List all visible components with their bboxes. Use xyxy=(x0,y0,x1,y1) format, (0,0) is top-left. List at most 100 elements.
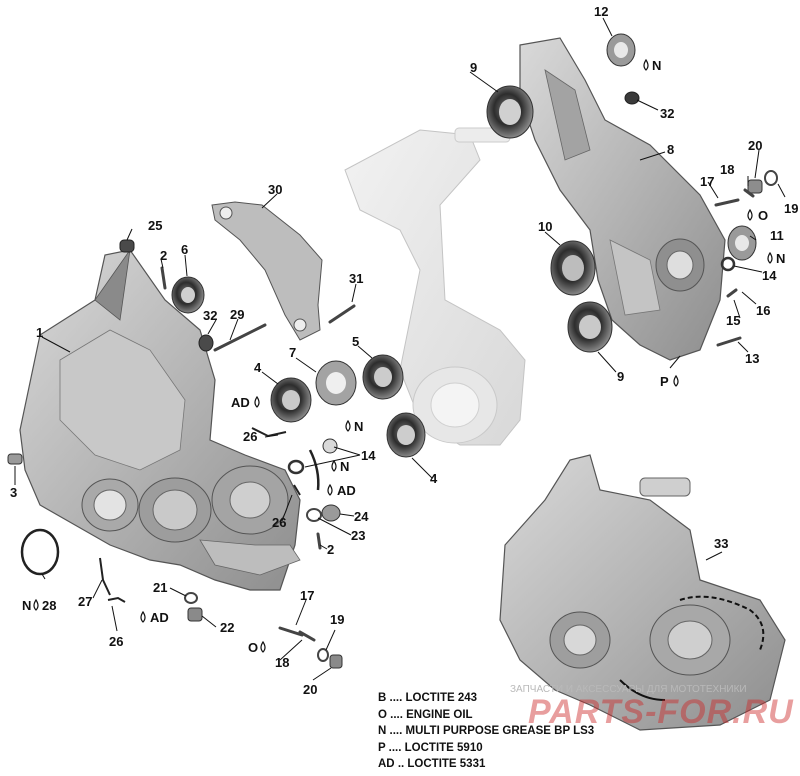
callout-14-right: 14 xyxy=(762,268,777,283)
callout-16: 16 xyxy=(756,303,770,318)
callout-30: 30 xyxy=(268,182,282,197)
drop-icons xyxy=(33,58,773,653)
callout-18-bottom: 18 xyxy=(275,655,289,670)
drop-icon xyxy=(327,483,333,496)
callout-numbers: 12 9 32 8 20 18 17 19 10 11 14 16 15 13 … xyxy=(10,4,798,697)
oring-14-left-a xyxy=(287,459,305,475)
mark-n-seal-11: N xyxy=(776,251,785,266)
oring-28 xyxy=(20,528,60,576)
drop-icon xyxy=(345,419,351,432)
callout-3: 3 xyxy=(10,485,17,500)
legend-row-o: O .... ENGINE OIL xyxy=(378,708,473,721)
callout-11: 11 xyxy=(770,228,784,243)
oring-14-right xyxy=(720,256,736,272)
washer-19-bottom xyxy=(317,648,329,662)
lubricant-legend: B .... LOCTITE 243 O .... ENGINE OIL N .… xyxy=(378,690,678,773)
plug-32-top xyxy=(624,91,640,105)
washer-19-right xyxy=(764,170,778,186)
callout-20-right: 20 xyxy=(748,138,762,153)
assembled-gearbox xyxy=(499,454,786,731)
callout-14-left: 14 xyxy=(361,448,376,463)
callout-21: 21 xyxy=(153,580,167,595)
washer-21 xyxy=(184,592,198,604)
pin-15 xyxy=(726,288,738,298)
shaft-assembly-ghost xyxy=(344,127,526,446)
sensor-27 xyxy=(99,557,111,596)
plug-20-right xyxy=(747,179,763,194)
mark-n-oring-28: N xyxy=(22,598,31,613)
plug-25 xyxy=(119,239,135,253)
mark-o-pin-17-right: O xyxy=(758,208,768,223)
oring-23 xyxy=(306,508,322,522)
callout-33: 33 xyxy=(714,536,728,551)
plug-32-left xyxy=(198,334,214,352)
watermark-logo: PARTS-FOR.RU xyxy=(528,693,794,731)
callout-31: 31 xyxy=(349,271,363,286)
gearbox-cover xyxy=(519,37,726,361)
callout-13: 13 xyxy=(745,351,759,366)
stud-2-bottom xyxy=(316,532,322,550)
leader-lines xyxy=(14,17,786,681)
seals-and-bearings xyxy=(7,33,778,669)
bolt-29 xyxy=(213,323,267,352)
sensor-26-lower xyxy=(107,596,126,603)
callout-17-bottom: 17 xyxy=(300,588,314,603)
drop-icon xyxy=(140,610,146,623)
bolt-31 xyxy=(328,304,356,324)
legend-row-b: B .... LOCTITE 243 xyxy=(378,692,478,704)
callout-18-right: 18 xyxy=(720,162,734,177)
callout-15: 15 xyxy=(726,313,740,328)
spring-18-bottom xyxy=(298,630,316,642)
sensor-26-upper xyxy=(251,427,287,438)
callout-2-top: 2 xyxy=(160,248,167,263)
callout-19-bottom: 19 xyxy=(330,612,344,627)
mark-n-seal-7: N xyxy=(354,419,363,434)
application-marks: N O N P AD N N AD N AD O xyxy=(22,58,785,655)
callout-17-right: 17 xyxy=(700,174,714,189)
mark-ad-sensor-27: AD xyxy=(150,610,169,625)
callout-20-bottom: 20 xyxy=(303,682,317,697)
mark-o-pin-17-bottom: O xyxy=(248,640,258,655)
callout-5: 5 xyxy=(352,334,359,349)
callout-24: 24 xyxy=(354,509,369,524)
plug-3 xyxy=(7,453,23,465)
drop-icon xyxy=(643,58,649,71)
plug-20-bottom xyxy=(329,654,343,669)
callout-12: 12 xyxy=(594,4,608,19)
spring-18-right xyxy=(743,188,755,198)
drop-icon xyxy=(747,208,753,221)
mark-ad-harness: AD xyxy=(337,483,356,498)
pin-17-right xyxy=(714,198,740,207)
callout-19-right: 19 xyxy=(784,201,798,216)
bolts xyxy=(160,188,755,642)
callout-22: 22 xyxy=(220,620,234,635)
callout-10: 10 xyxy=(538,219,552,234)
callout-25: 25 xyxy=(148,218,162,233)
callout-8: 8 xyxy=(667,142,674,157)
mark-ad-sensor: AD xyxy=(231,395,250,410)
sensor-26-mid xyxy=(293,484,301,496)
plug-24 xyxy=(321,504,341,522)
callout-26-lower: 26 xyxy=(109,634,123,649)
drop-icon xyxy=(331,459,337,472)
legend-row-p: P .... LOCTITE 5910 xyxy=(378,741,483,754)
plug-22 xyxy=(187,607,203,622)
mark-n-oring-14: N xyxy=(340,459,349,474)
legend-row-n: N .... MULTI PURPOSE GREASE BP LS3 xyxy=(378,725,595,737)
callout-32-top: 32 xyxy=(660,106,674,121)
callout-9-bottom: 9 xyxy=(617,369,624,384)
oring-14-left-b xyxy=(322,438,338,454)
drop-icon xyxy=(254,395,260,408)
callout-6: 6 xyxy=(181,242,188,257)
mount-bracket xyxy=(211,201,323,341)
sensors xyxy=(99,427,320,603)
left-gearbox-housing xyxy=(19,249,301,591)
legend-row-ad: AD .. LOCTITE 5331 xyxy=(378,758,486,770)
callout-28: 28 xyxy=(42,598,56,613)
callout-27: 27 xyxy=(78,594,92,609)
callout-23: 23 xyxy=(351,528,365,543)
callout-26-upper: 26 xyxy=(243,429,257,444)
drop-icon xyxy=(260,640,266,653)
callout-1: 1 xyxy=(36,325,43,340)
